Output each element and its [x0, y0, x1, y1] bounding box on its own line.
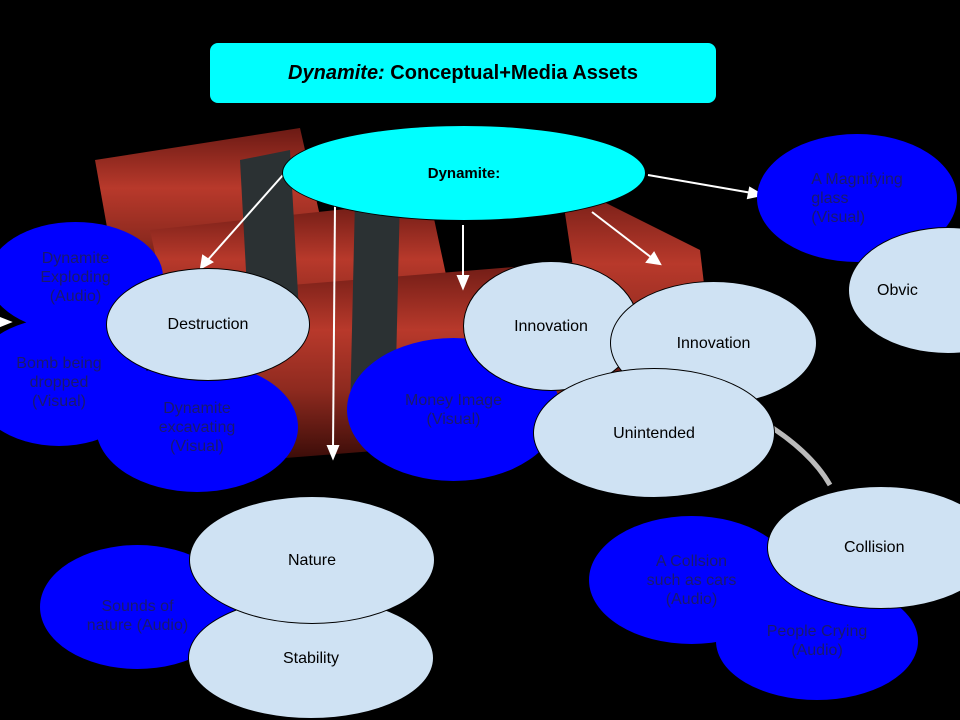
- asset-collision-cars: A Collsion such as cars (Audio): [589, 516, 794, 644]
- concept-nature: Nature: [189, 496, 435, 624]
- asset-dynamite-excavating: Dynamite excavating (Visual): [96, 362, 298, 492]
- title-prefix: Dynamite:: [288, 61, 385, 84]
- slide-title: Dynamite: Conceptual+Media Assets: [210, 43, 716, 103]
- connector-arrows: [0, 174, 765, 461]
- concept-innovation: Innovation: [463, 261, 639, 391]
- root-node-dynamite: Dynamite:: [282, 125, 646, 221]
- concept-collision: Collision: [767, 486, 960, 609]
- concept-destruction: Destruction: [106, 268, 310, 381]
- concept-unintended: Unintended: [533, 368, 775, 498]
- title-rest: Conceptual+Media Assets: [384, 61, 638, 84]
